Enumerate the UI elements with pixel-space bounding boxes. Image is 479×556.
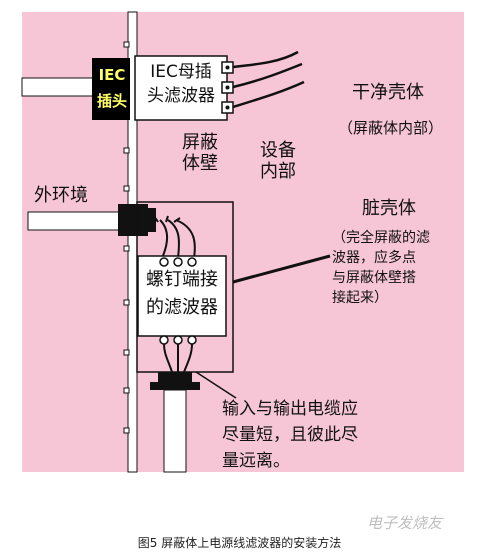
- outside-env-label: 外环境: [34, 185, 88, 206]
- bottom-output-cable: [163, 389, 187, 473]
- shield-wall-label: 屏蔽 体壁: [182, 132, 218, 175]
- external-cable-middle: [27, 211, 121, 231]
- iec-plug: [92, 58, 130, 120]
- clean-case-note: （屏蔽体内部）: [338, 119, 444, 137]
- cable-note-leader: [195, 371, 237, 399]
- iec-plug-label: IEC 插头: [96, 66, 127, 110]
- inner-wires: [159, 219, 196, 259]
- screw-filter-label: 螺钉端接 的滤波器: [146, 269, 218, 318]
- terminal-dots: [225, 65, 230, 110]
- bottom-gland-flange: [150, 382, 200, 390]
- screw-terminals-top: [159, 257, 197, 267]
- wall-studs: [123, 41, 130, 434]
- figure-caption: 图5 屏蔽体上电源线滤波器的安装方法: [137, 536, 342, 550]
- screw-terminals-bottom: [159, 335, 197, 345]
- feedthrough-connector: [118, 204, 148, 236]
- iec-filter-wires: [232, 50, 305, 109]
- bottom-inner-wires: [163, 343, 193, 373]
- bottom-gland: [158, 372, 192, 382]
- feedthrough-flange: [146, 208, 156, 232]
- clean-case-label: 干净壳体: [352, 82, 424, 103]
- device-inside-label: 设备 内部: [260, 140, 296, 183]
- dirty-case-leader: [232, 254, 331, 284]
- inner-wire-hooks: [153, 215, 181, 223]
- iec-filter-box: [134, 55, 228, 121]
- external-cable-top: [21, 77, 97, 97]
- screw-filter-box: [137, 255, 227, 337]
- watermark-logo-text: 电子发烧友: [367, 514, 443, 532]
- dirty-case-label: 脏壳体: [362, 198, 416, 219]
- iec-filter-label: IEC母插 头滤波器: [147, 62, 215, 106]
- cable-note: 输入与输出电缆应 尽量短，且彼此尽 量远离。: [222, 399, 358, 471]
- dirty-case-note: （完全屏蔽的滤 波器，应多点 与屏蔽体壁搭 接起来）: [332, 230, 430, 306]
